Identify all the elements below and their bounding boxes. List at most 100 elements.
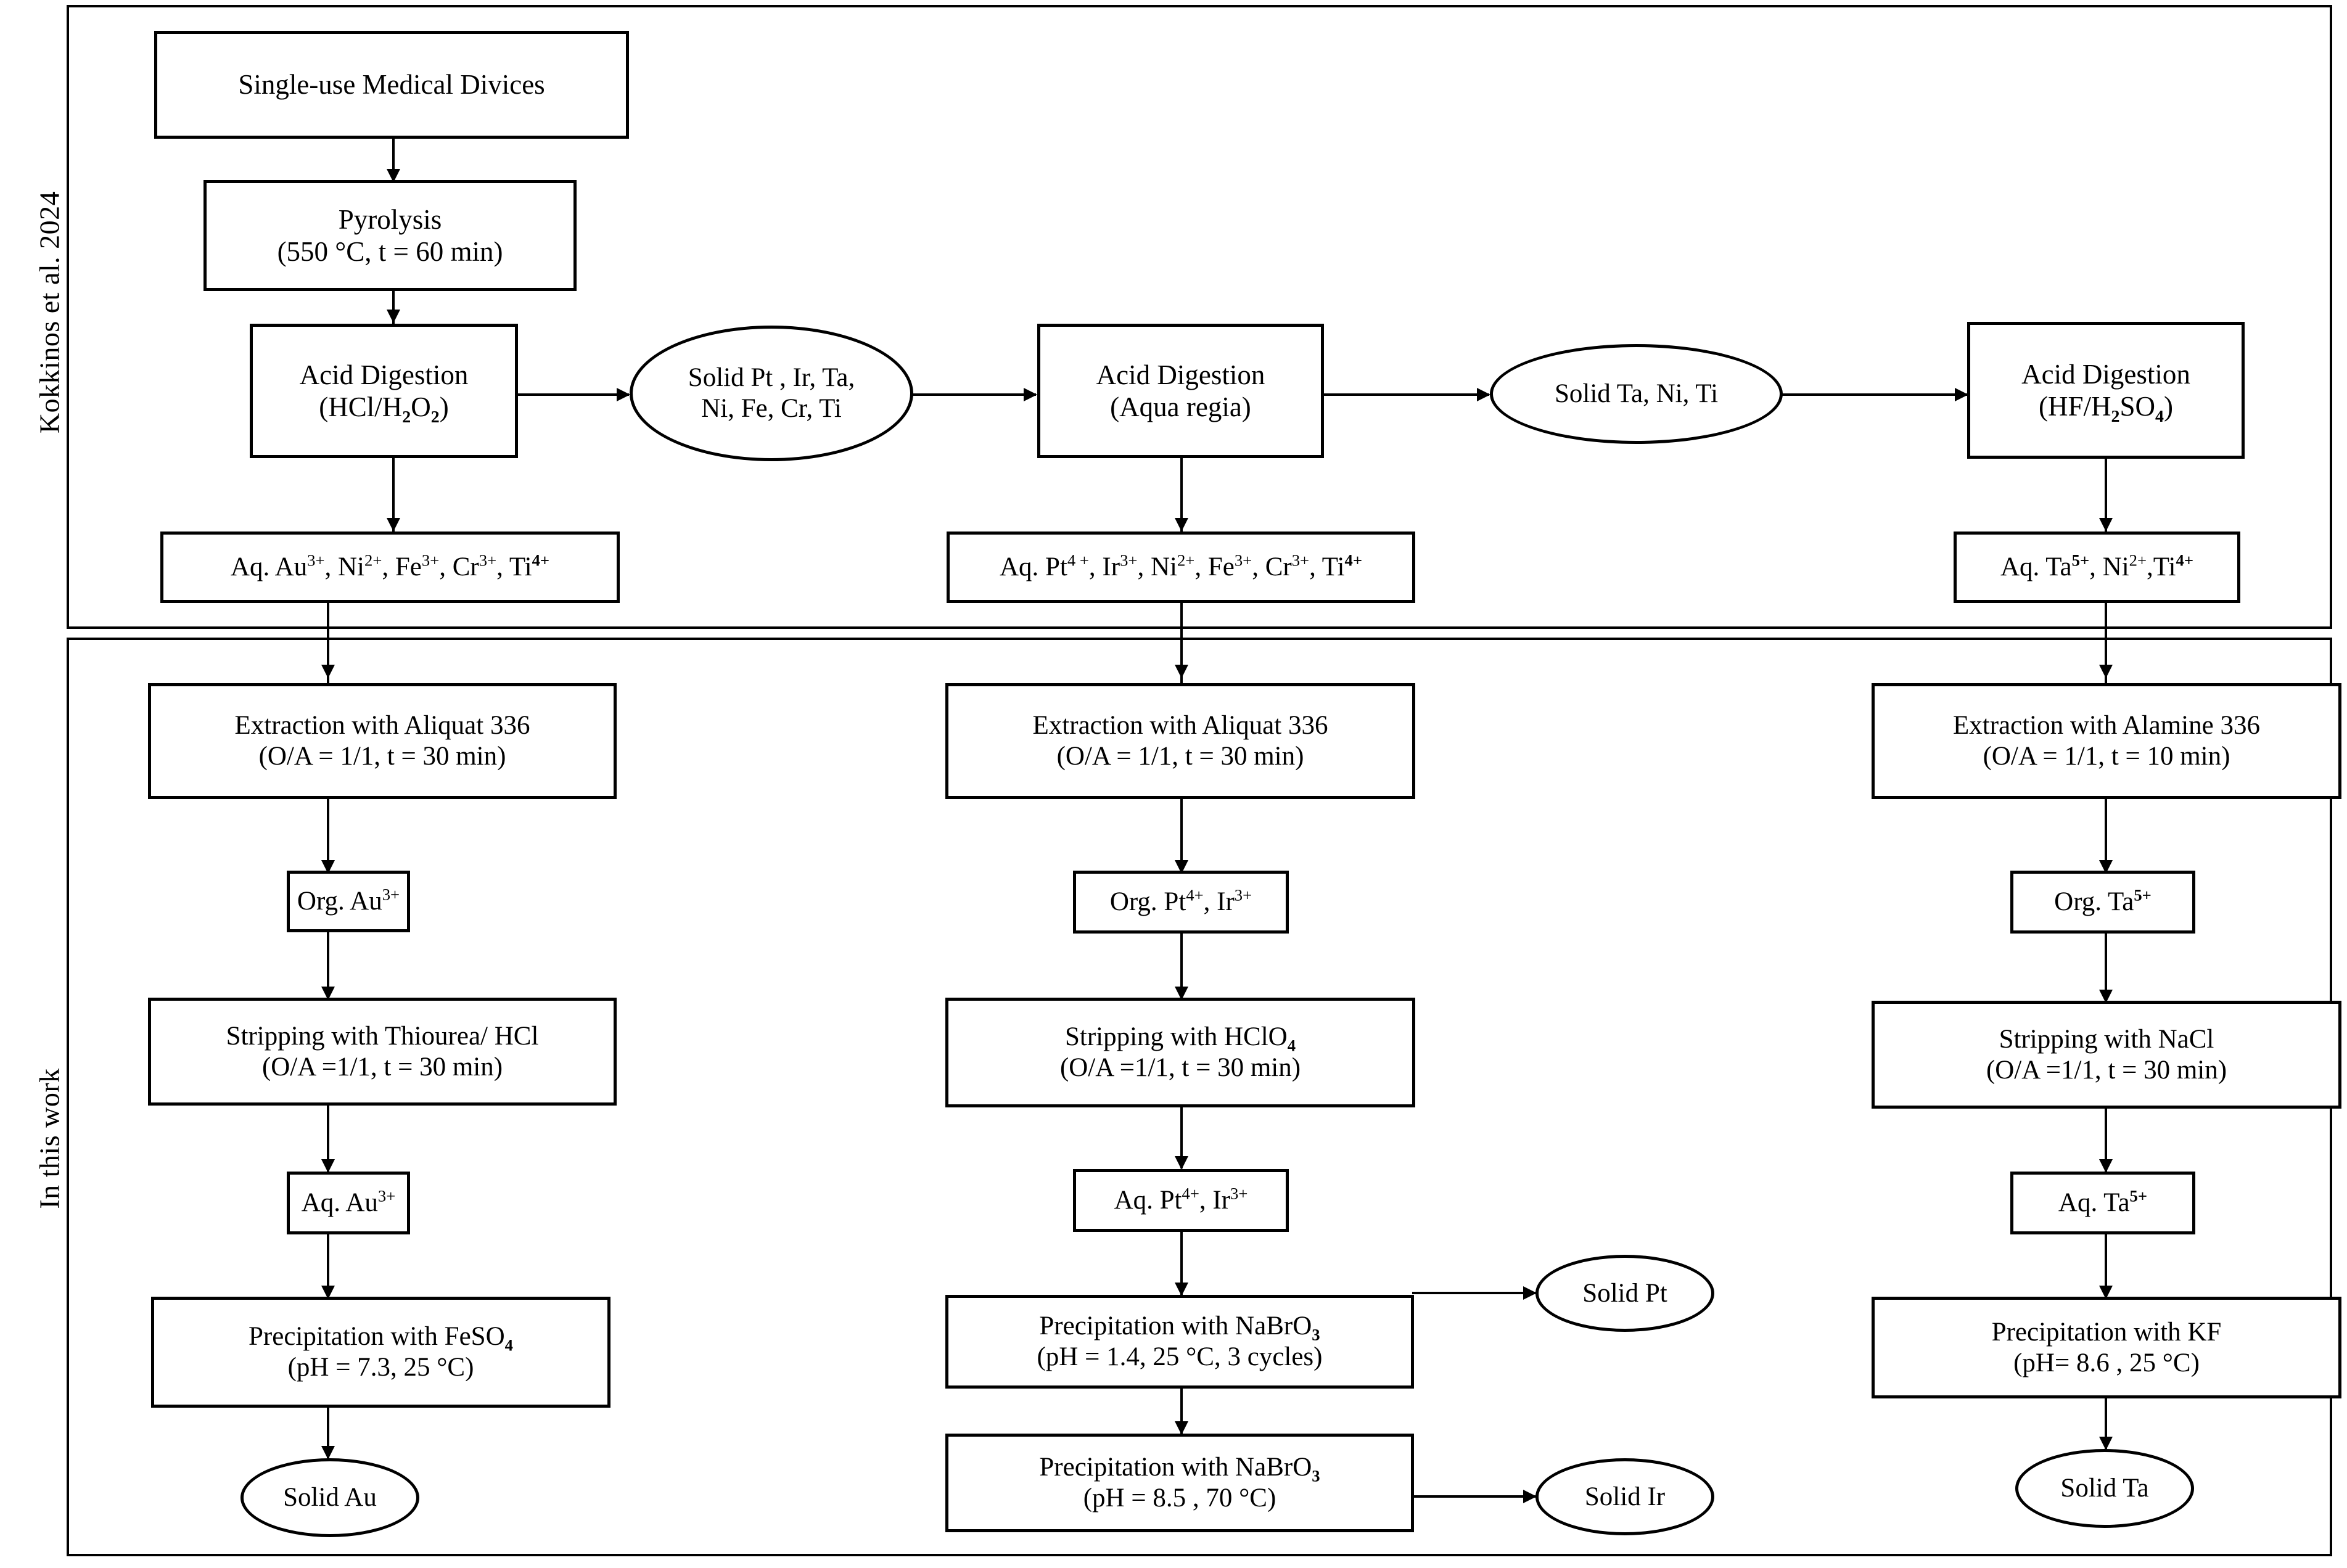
arrowhead-acidhcl-aqleft — [387, 518, 400, 532]
edge-orgptir-to-stripmid — [1180, 931, 1183, 999]
node-label: Org. Pt4+, Ir3+ — [1109, 885, 1252, 917]
node-single-use-medical-devices[interactable]: Single-use Medical Divices — [154, 31, 629, 139]
node-label-line2: (O/A = 1/1, t = 30 min) — [258, 742, 506, 771]
arrowhead-extmid-orgptir — [1175, 860, 1188, 874]
edge-extleft-to-orgau — [327, 798, 329, 872]
node-label-line1: Stripping with Thiourea/ HCl — [226, 1021, 539, 1051]
node-extraction-aliquat-336-left[interactable]: Extraction with Aliquat 336 (O/A = 1/1, … — [148, 683, 617, 799]
node-stripping-thiourea-hcl[interactable]: Stripping with Thiourea/ HCl (O/A =1/1, … — [148, 998, 617, 1106]
node-solid-ta[interactable]: Solid Ta — [2015, 1449, 2194, 1528]
node-solid-pt[interactable]: Solid Pt — [1535, 1255, 1714, 1332]
node-precipitation-nabro3-pt[interactable]: Precipitation with NaBrO3 (pH = 1.4, 25 … — [945, 1295, 1414, 1389]
arrowhead-aqau-precleft — [321, 1286, 335, 1299]
node-aqueous-au-ni-fe-cr-ti[interactable]: Aq. Au3+, Ni2+, Fe3+, Cr3+, Ti4+ — [160, 532, 620, 603]
node-label-line1: Pyrolysis — [338, 203, 442, 235]
node-label-line1: Stripping with NaCl — [1999, 1024, 2214, 1054]
edge-acidhcl-to-solidmix1 — [518, 393, 629, 396]
node-label: Single-use Medical Divices — [238, 69, 545, 101]
node-solid-pt-ir-ta-ni-fe-cr-ti[interactable]: Solid Pt , Ir, Ta, Ni, Fe, Cr, Ti — [630, 326, 913, 461]
edge-stripright-to-aqta — [2105, 1107, 2107, 1172]
arrowhead-orgta-stripright — [2099, 990, 2113, 1003]
node-label-line1: Precipitation with NaBrO3 — [1039, 1453, 1320, 1485]
node-label-line1: Extraction with Aliquat 336 — [234, 711, 530, 741]
node-label-line2: (O/A = 1/1, t = 10 min) — [1983, 742, 2230, 771]
arrowhead-acidaqua-solidmix2 — [1477, 388, 1490, 401]
node-label: Aq. Ta5+ — [2058, 1186, 2148, 1218]
node-stripping-hclo4[interactable]: Stripping with HClO4 (O/A =1/1, t = 30 m… — [945, 998, 1415, 1107]
arrowhead-solidmix1-acidaqua — [1024, 388, 1037, 401]
node-label-line2: (O/A =1/1, t = 30 min) — [261, 1052, 503, 1082]
edge-extright-to-orgta — [2105, 798, 2107, 872]
arrowhead-orgau-stripleft — [321, 987, 335, 1000]
edge-solidmix2-to-acidhf — [1782, 393, 1967, 396]
node-organic-pt-ir[interactable]: Org. Pt4+, Ir3+ — [1073, 871, 1289, 934]
node-label: Aq. Pt4+, Ir3+ — [1114, 1184, 1248, 1215]
edge-solidmix1-to-acidaqua — [913, 393, 1036, 396]
node-label-line1: Solid Pt , Ir, Ta, — [688, 363, 855, 393]
edge-acidhf-to-aqright — [2105, 458, 2107, 532]
node-label-line2: (pH= 8.6 , 25 °C) — [2013, 1348, 2200, 1377]
edge-precleft-to-solidau — [327, 1406, 329, 1458]
node-label: Solid Ir — [1584, 1482, 1666, 1511]
node-label: Aq. Au3+ — [301, 1186, 396, 1218]
node-acid-digestion-aqua-regia[interactable]: Acid Digestion (Aqua regia) — [1037, 324, 1324, 458]
arrowhead-extright-orgta — [2099, 860, 2113, 874]
node-organic-ta[interactable]: Org. Ta5+ — [2010, 871, 2195, 934]
arrowhead-singleuse-pyrolysis — [387, 169, 400, 183]
edge-acidhcl-to-aqleft — [392, 458, 395, 532]
node-aqueous-pt-ir[interactable]: Aq. Pt4+, Ir3+ — [1073, 1169, 1289, 1232]
node-precipitation-kf[interactable]: Precipitation with KF (pH= 8.6 , 25 °C) — [1872, 1297, 2341, 1398]
node-label-line2: Ni, Fe, Cr, Ti — [701, 394, 842, 423]
node-label-line2: (pH = 1.4, 25 °C, 3 cycles) — [1037, 1342, 1323, 1371]
arrowhead-aqleft-extleft — [321, 665, 335, 678]
arrowhead-aqta-precright — [2099, 1286, 2113, 1299]
node-extraction-alamine-336[interactable]: Extraction with Alamine 336 (O/A = 1/1, … — [1872, 683, 2341, 799]
section-label-kokkinos: Kokkinos et al. 2024 — [33, 191, 65, 434]
arrowhead-stripmid-aqptir — [1175, 1156, 1188, 1170]
node-pyrolysis[interactable]: Pyrolysis (550 °C, t = 60 min) — [203, 180, 577, 291]
node-label-line1: Solid Ta, Ni, Ti — [1554, 379, 1719, 409]
node-organic-au[interactable]: Org. Au3+ — [287, 871, 410, 932]
node-label-line2: (HF/H2SO4) — [2039, 391, 2173, 426]
edge-acidaqua-to-aqmid — [1180, 458, 1183, 532]
node-aqueous-pt-ir-ni-fe-cr-ti[interactable]: Aq. Pt4 +, Ir3+, Ni2+, Fe3+, Cr3+, Ti4+ — [947, 532, 1415, 603]
node-label-line1: Acid Digestion — [299, 359, 469, 390]
node-precipitation-nabro3-ir[interactable]: Precipitation with NaBrO3 (pH = 8.5 , 70… — [945, 1434, 1414, 1532]
node-precipitation-feso4[interactable]: Precipitation with FeSO4 (pH = 7.3, 25 °… — [151, 1297, 610, 1408]
arrowhead-acidhf-aqright — [2099, 518, 2113, 532]
section-label-this-work: In this work — [33, 1068, 65, 1209]
node-label-line2: (O/A =1/1, t = 30 min) — [1986, 1055, 2227, 1085]
edge-orgau-to-stripleft — [327, 931, 329, 999]
node-extraction-aliquat-336-mid[interactable]: Extraction with Aliquat 336 (O/A = 1/1, … — [945, 683, 1415, 799]
node-solid-au[interactable]: Solid Au — [240, 1458, 419, 1537]
node-acid-digestion-hcl-h2o2[interactable]: Acid Digestion (HCl/H2O2) — [250, 324, 518, 458]
node-label-line2: (O/A =1/1, t = 30 min) — [1059, 1053, 1301, 1082]
edge-acidaqua-to-solidmix2 — [1310, 393, 1489, 396]
node-solid-ta-ni-ti[interactable]: Solid Ta, Ni, Ti — [1490, 344, 1783, 444]
node-label: Solid Au — [283, 1483, 377, 1513]
edge-stripmid-to-aqptir — [1180, 1104, 1183, 1168]
node-aqueous-ta[interactable]: Aq. Ta5+ — [2010, 1172, 2195, 1234]
node-label: Aq. Ta5+, Ni2+,Ti4+ — [2000, 551, 2194, 582]
node-label-line1: Acid Digestion — [1096, 359, 1265, 390]
arrowhead-pyrolysis-acidhcl — [387, 310, 400, 323]
node-aqueous-au[interactable]: Aq. Au3+ — [287, 1172, 410, 1234]
arrowhead-extleft-orgau — [321, 860, 335, 874]
node-aqueous-ta-ni-ti[interactable]: Aq. Ta5+, Ni2+,Ti4+ — [1954, 532, 2240, 603]
edge-pyrolysis-to-acidhcl — [392, 290, 395, 324]
arrowhead-aqptir-precmid1 — [1175, 1283, 1188, 1296]
node-label-line1: Precipitation with NaBrO3 — [1039, 1311, 1320, 1344]
edge-singleuse-to-pyrolysis — [392, 139, 395, 179]
node-solid-ir[interactable]: Solid Ir — [1535, 1458, 1714, 1535]
node-acid-digestion-hf-h2so4[interactable]: Acid Digestion (HF/H2SO4) — [1967, 322, 2245, 459]
edge-extmid-to-orgptir — [1180, 798, 1183, 872]
edge-aqright-to-extright — [2105, 603, 2107, 683]
arrowhead-precmid2-solidir — [1523, 1490, 1537, 1503]
node-label: Solid Ta — [2060, 1474, 2149, 1503]
arrowhead-orgptir-stripmid — [1175, 987, 1188, 1000]
arrowhead-stripright-aqta — [2099, 1159, 2113, 1173]
node-stripping-nacl[interactable]: Stripping with NaCl (O/A =1/1, t = 30 mi… — [1872, 1001, 2341, 1109]
edge-aqmid-to-extmid — [1180, 603, 1183, 683]
section-frame-kokkinos — [67, 5, 2332, 629]
